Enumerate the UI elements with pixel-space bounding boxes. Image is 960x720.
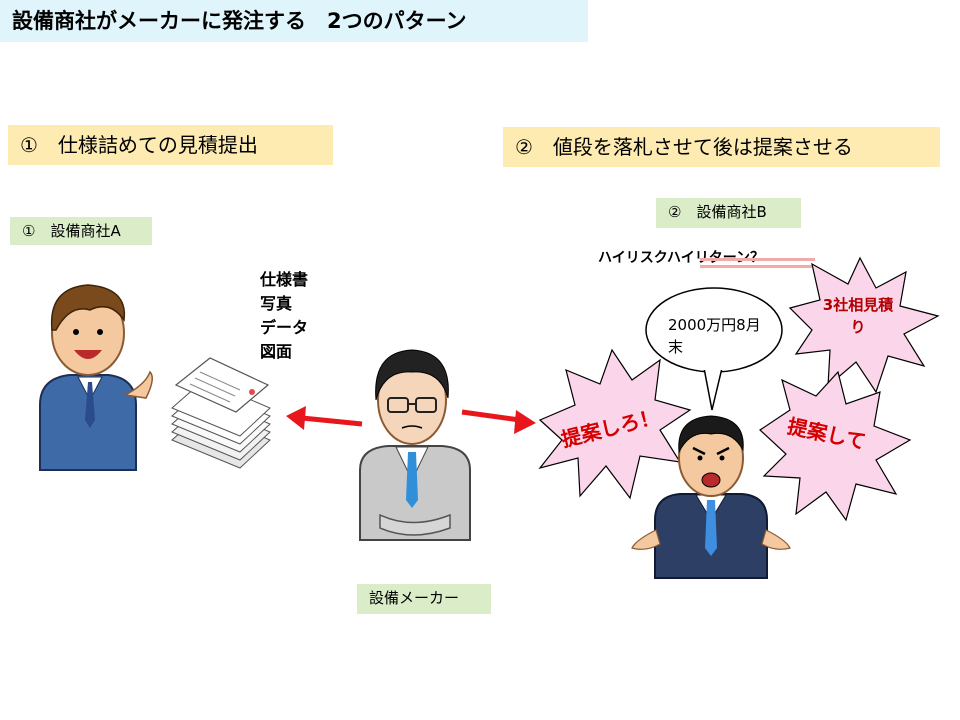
burst-left [538, 348, 692, 500]
arrow-left [286, 406, 363, 430]
doc-item-drawing: 図面 [260, 342, 293, 361]
doc-item-data: データ [260, 318, 309, 337]
angry-person-icon [631, 415, 791, 579]
trader-a-person-icon [39, 284, 153, 471]
burst-right-bottom [759, 370, 912, 522]
trader-b-label: ② 設備商社B [656, 198, 801, 228]
maker-person-icon [359, 349, 471, 541]
trader-a-label: ① 設備商社A [10, 217, 152, 245]
risk-underline-2 [700, 265, 815, 268]
speech-bubble-text: 2000万円8月末 [668, 316, 761, 356]
maker-label: 設備メーカー [357, 584, 491, 614]
page-title: 設備商社がメーカーに発注する 2つのパターン [0, 0, 588, 42]
doc-item-photo: 写真 [260, 294, 293, 313]
burst-right-top [788, 256, 940, 394]
arrow-right [461, 409, 536, 434]
speech-bubble [645, 287, 783, 411]
pattern1-heading: ① 仕様詰めての見積提出 [8, 125, 333, 165]
burst-right-top-text: 3社相見積り [822, 296, 894, 336]
risk-underline [700, 258, 815, 261]
pattern2-heading: ② 値段を落札させて後は提案させる [503, 127, 940, 167]
risk-note: ハイリスクハイリターン？ [598, 250, 765, 266]
document-stack-icon [171, 357, 271, 469]
document-list: 仕様書 写真 データ 図面 [260, 268, 350, 364]
doc-item-spec: 仕様書 [260, 270, 309, 289]
